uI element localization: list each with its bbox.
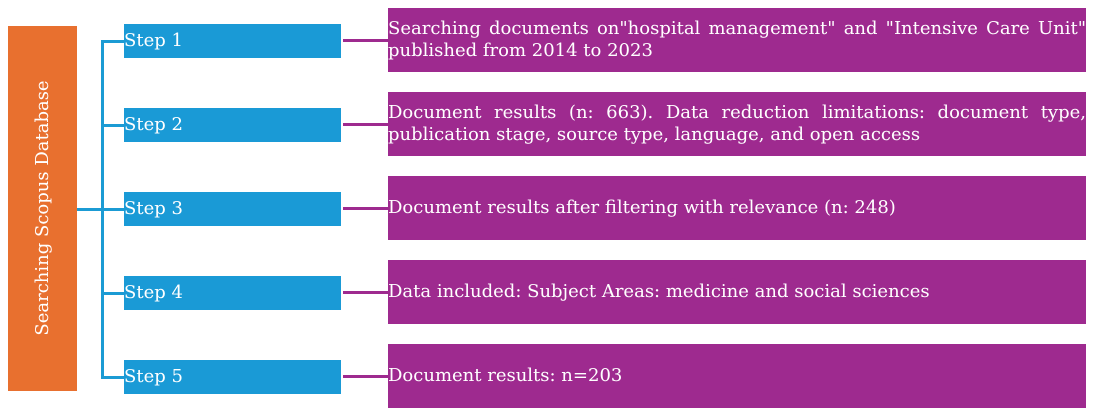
root-connector <box>77 208 103 211</box>
bracket-branch-1 <box>101 40 124 43</box>
step-label-4: Step 4 <box>124 282 183 303</box>
bracket-branch-2 <box>101 124 124 127</box>
root-label: Searching Scopus Database <box>32 80 53 336</box>
step-description-1: Searching documents on"hospital manageme… <box>388 18 1086 61</box>
step-connector-3 <box>343 207 388 210</box>
step-box-4 <box>124 276 341 310</box>
bracket-branch-5 <box>101 376 124 379</box>
step-description-3: Document results after filtering with re… <box>388 197 896 218</box>
step-box-3 <box>124 192 341 226</box>
step-box-5 <box>124 360 341 394</box>
step-description-box-2: Document results (n: 663). Data reductio… <box>388 92 1086 156</box>
step-label-5: Step 5 <box>124 366 183 387</box>
bracket-branch-3 <box>101 208 124 211</box>
step-description-5: Document results: n=203 <box>388 365 623 386</box>
step-description-box-1: Searching documents on"hospital manageme… <box>388 8 1086 72</box>
step-connector-2 <box>343 123 388 126</box>
step-connector-1 <box>343 39 388 42</box>
step-description-box-3: Document results after filtering with re… <box>388 176 1086 240</box>
bracket-branch-4 <box>101 292 124 295</box>
step-box-1 <box>124 24 341 58</box>
step-label-1: Step 1 <box>124 30 183 51</box>
step-connector-5 <box>343 375 388 378</box>
step-description-4: Data included: Subject Areas: medicine a… <box>388 281 930 302</box>
step-label-3: Step 3 <box>124 198 183 219</box>
step-label-2: Step 2 <box>124 114 183 135</box>
step-box-2 <box>124 108 341 142</box>
step-description-2: Document results (n: 663). Data reductio… <box>388 102 1086 145</box>
step-description-box-4: Data included: Subject Areas: medicine a… <box>388 260 1086 324</box>
step-connector-4 <box>343 291 388 294</box>
root-box <box>8 26 77 391</box>
step-description-box-5: Document results: n=203 <box>388 344 1086 408</box>
